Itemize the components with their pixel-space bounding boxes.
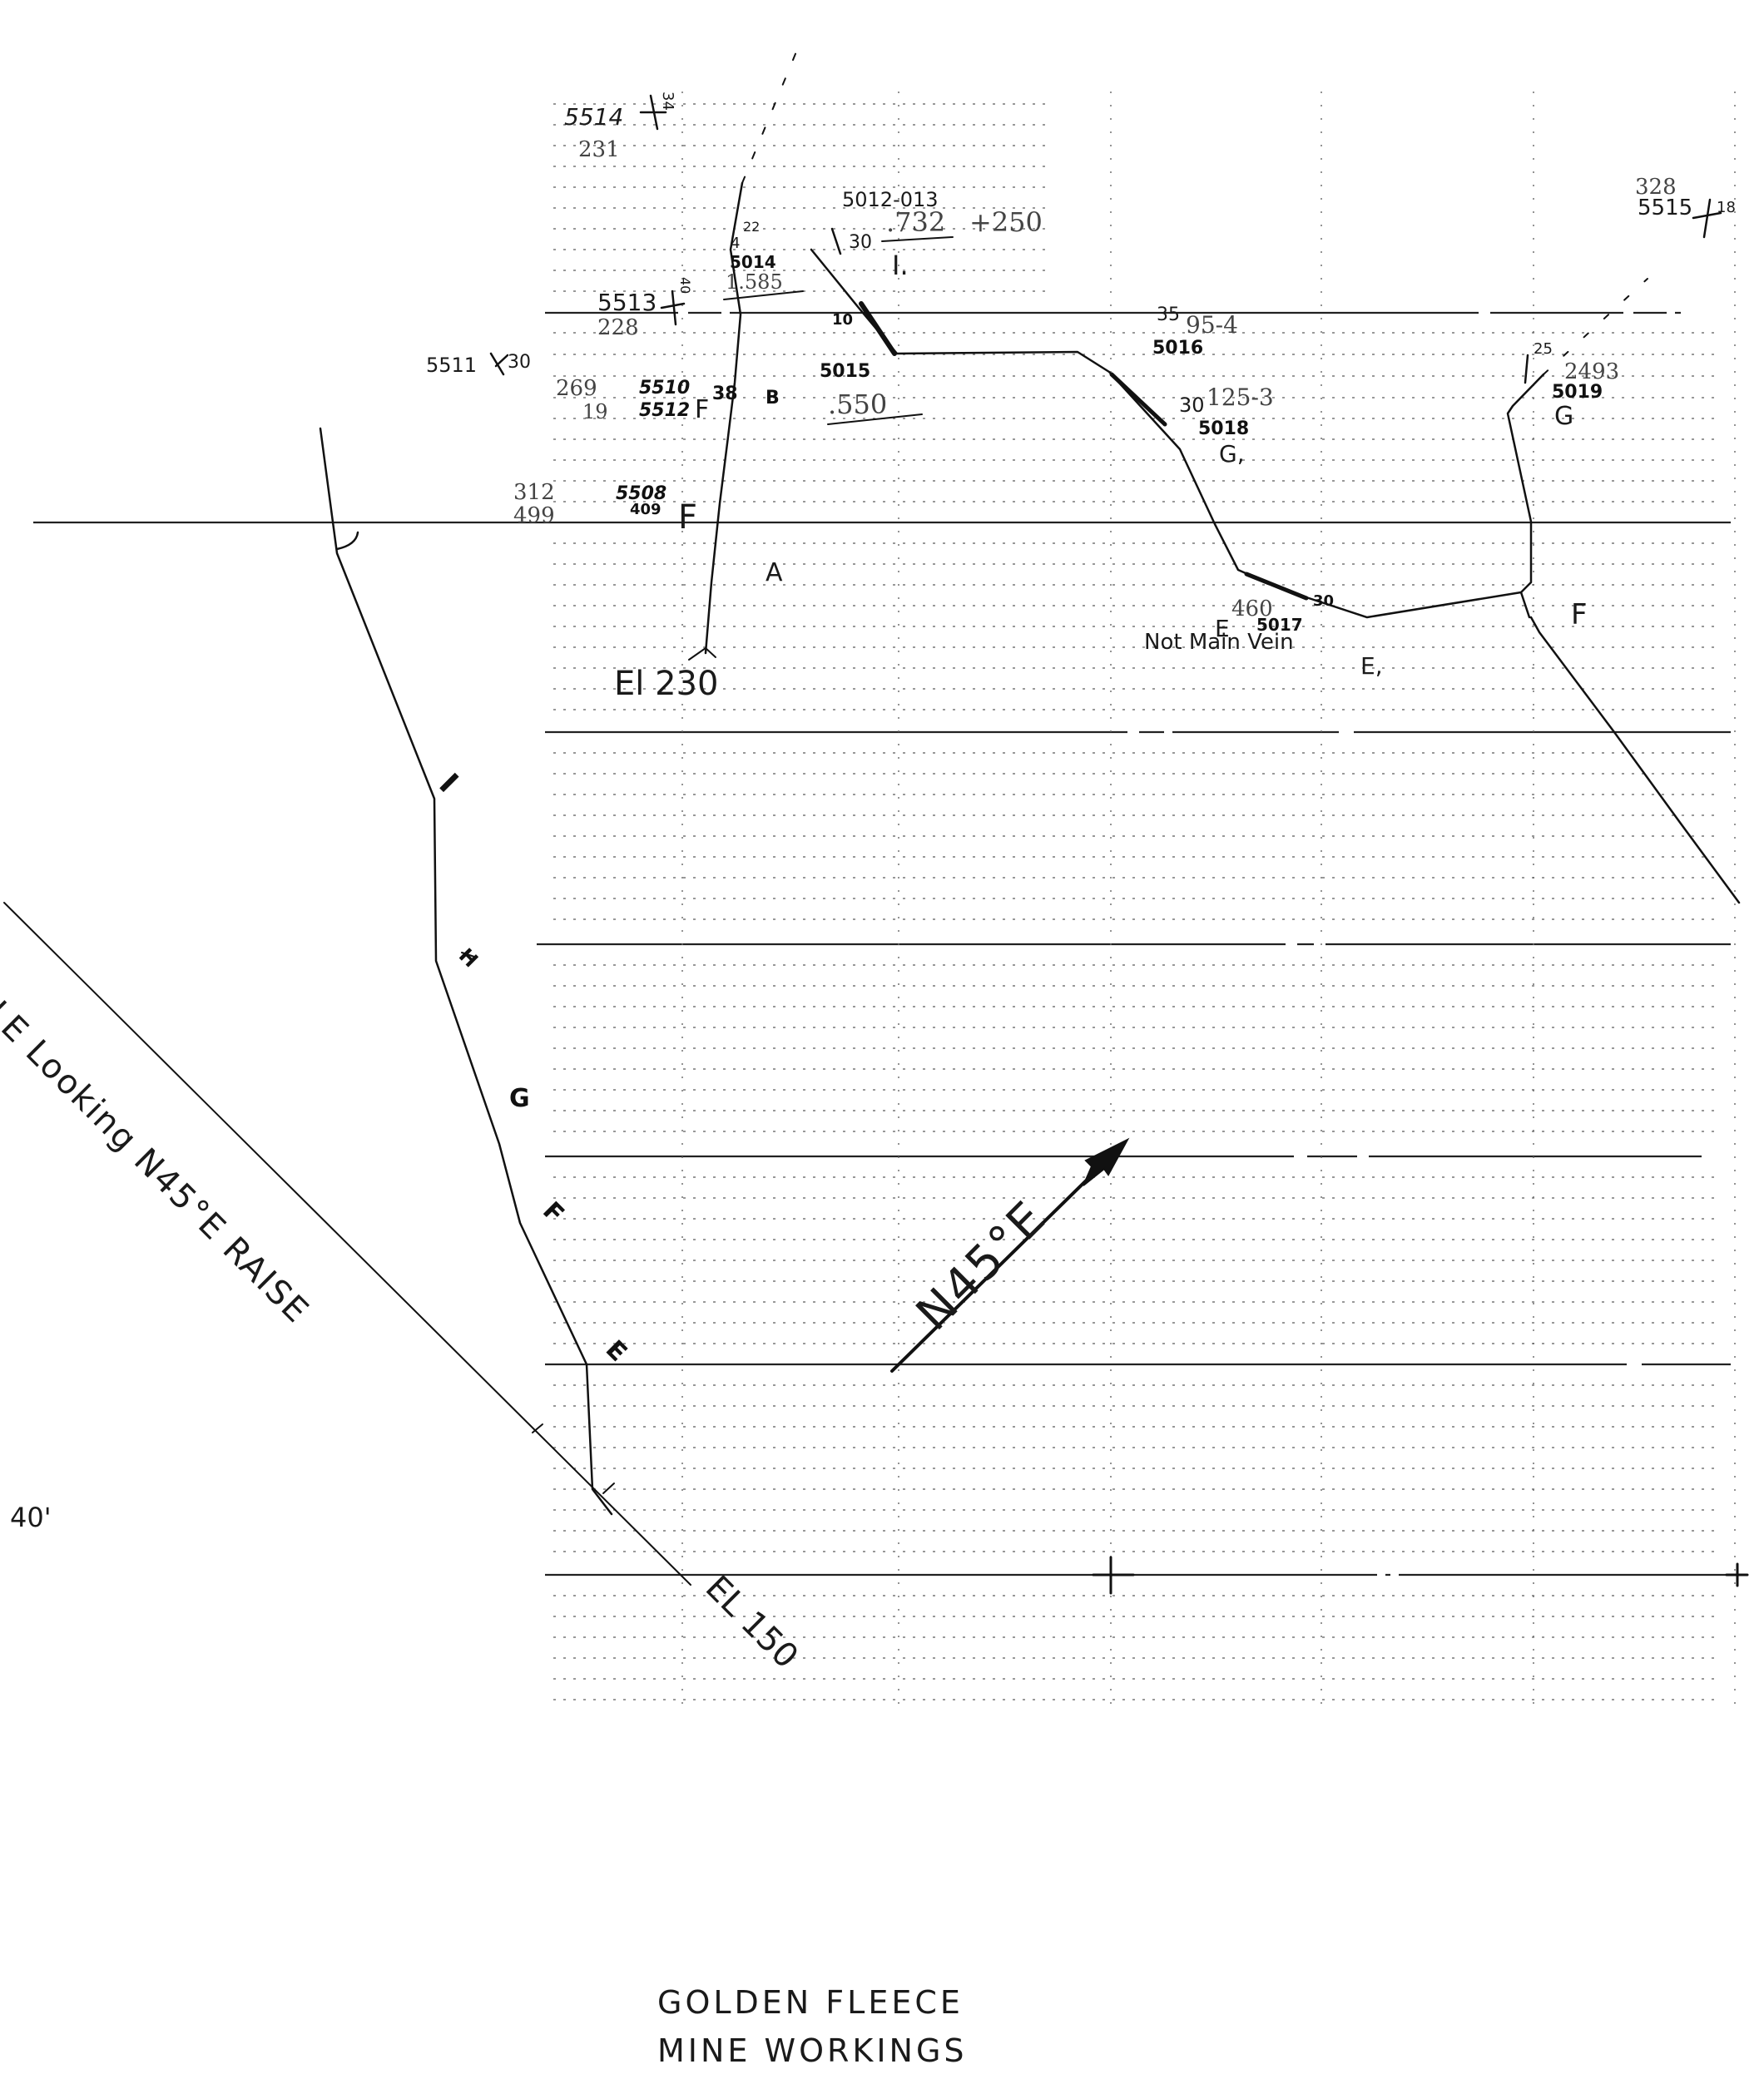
sample-5018-value: 125-3 bbox=[1207, 384, 1274, 411]
vein-letter-f-left: F bbox=[678, 498, 697, 537]
sample-5014-extra: 4 bbox=[731, 235, 740, 252]
sample-labels: 5514 231 34 5513 228 40 5511 30 269 5510… bbox=[426, 92, 1736, 635]
vein-letter-a: A bbox=[766, 558, 783, 587]
vein-letter-g-right: G bbox=[1554, 402, 1573, 431]
direction-label: N45°E bbox=[906, 1190, 1057, 1341]
raise-section-line bbox=[3, 902, 691, 1586]
sample-5018-dip: 30 bbox=[1179, 394, 1205, 417]
vein-note: Not Main Vein bbox=[1144, 630, 1294, 655]
profile-letter-e: E bbox=[600, 1334, 632, 1367]
crosshair-marks bbox=[1092, 1556, 1749, 1595]
raise-a-line bbox=[704, 181, 744, 655]
profile-letter-f: F bbox=[537, 1196, 569, 1229]
main-vein bbox=[810, 248, 1741, 904]
vein-letters: A B I. G, E E, F G F F bbox=[678, 250, 1588, 680]
raise-profile bbox=[3, 427, 691, 1586]
sample-5515-id: 5515 bbox=[1638, 196, 1692, 220]
raise-profile-line bbox=[319, 427, 613, 1516]
title-block: GOLDEN FLEECE MINE WORKINGS bbox=[657, 1984, 968, 2069]
sample-5012-extra: +250 bbox=[969, 206, 1043, 238]
sample-5508-id: 5508 bbox=[616, 483, 666, 504]
sample-5514-value: 231 bbox=[578, 137, 620, 162]
profile-letter-h: H bbox=[454, 943, 483, 972]
elevation-bottom-label: EL 150 bbox=[698, 1568, 805, 1676]
sample-5508-value: 312 bbox=[513, 480, 555, 505]
title-line-2: MINE WORKINGS bbox=[657, 2032, 968, 2069]
sample-5018-id: 5018 bbox=[1198, 418, 1249, 439]
sample-5512-id: 5512 bbox=[639, 400, 690, 421]
vein-letter-e1: E, bbox=[1360, 652, 1383, 680]
sample-5512-value: 19 bbox=[582, 400, 608, 423]
sample-5012-dip: 30 bbox=[849, 232, 872, 253]
vein-letter-i: I. bbox=[892, 250, 909, 281]
vein-f-branch bbox=[1529, 616, 1741, 904]
sample-5513-id: 5513 bbox=[597, 289, 657, 316]
sample-5016-id: 5016 bbox=[1152, 338, 1203, 359]
sample-5514-dip: 34 bbox=[659, 92, 676, 111]
sample-5014-value: 1.585 bbox=[726, 270, 783, 294]
sample-5019-id: 5019 bbox=[1552, 382, 1603, 403]
sample-5016-value: 95-4 bbox=[1186, 311, 1238, 339]
grid-vertical-lines bbox=[681, 92, 1736, 1705]
scale-label: 40' bbox=[10, 1502, 52, 1533]
sample-409-id: 409 bbox=[630, 501, 662, 518]
sample-5015-dip: 10 bbox=[832, 311, 853, 329]
sample-5510-id: 5510 bbox=[639, 378, 690, 398]
sample-5019-value: 2493 bbox=[1564, 359, 1619, 384]
sample-5019-dip: 25 bbox=[1534, 340, 1553, 358]
strike-dip-symbols bbox=[489, 94, 1722, 384]
sample-5015-id: 5015 bbox=[820, 361, 870, 382]
sample-5515-value: 328 bbox=[1635, 175, 1677, 200]
vein-letter-f-right: F bbox=[1571, 598, 1588, 631]
vein-letter-f-upper: F bbox=[695, 395, 709, 424]
profile-letter-g: G bbox=[509, 1084, 530, 1113]
sample-5012-value: .732 bbox=[886, 206, 945, 238]
sample-5511-dip: 30 bbox=[508, 352, 531, 373]
sample-5015-value: .550 bbox=[828, 389, 887, 420]
sample-5511-id: 5511 bbox=[426, 354, 477, 377]
vein-letter-g1: G, bbox=[1219, 440, 1245, 468]
sample-5017-value: 460 bbox=[1231, 596, 1273, 621]
sample-5012-id: 5012-013 bbox=[842, 188, 939, 211]
profile-top-hook bbox=[335, 531, 359, 551]
vein-letter-b: B bbox=[766, 388, 780, 408]
sample-5014-id: 5014 bbox=[730, 252, 776, 272]
sample-5514-id: 5514 bbox=[564, 103, 623, 131]
sample-5515-dip: 18 bbox=[1717, 199, 1736, 216]
sample-5513-dip: 40 bbox=[677, 277, 693, 294]
grid-minor-lines bbox=[553, 103, 1714, 1700]
raise-section-label: LE Looking N45°E RAISE bbox=[0, 994, 316, 1331]
sample-5510-value: 269 bbox=[556, 376, 597, 401]
sample-5512-dip: 38 bbox=[712, 384, 738, 404]
sample-5513-value: 228 bbox=[597, 315, 639, 340]
title-line-1: GOLDEN FLEECE bbox=[657, 1984, 964, 2021]
sample-5016-dip: 35 bbox=[1157, 304, 1180, 325]
profile-letter-i: I bbox=[432, 767, 463, 799]
sample-409-value: 499 bbox=[513, 503, 555, 528]
raise-a bbox=[688, 45, 800, 661]
direction-arrow bbox=[890, 1137, 1130, 1373]
section-grid bbox=[33, 92, 1749, 1705]
sample-5017-dip: 30 bbox=[1313, 592, 1334, 610]
vein-letter-e-point: E bbox=[1215, 615, 1230, 642]
sample-5017-id: 5017 bbox=[1256, 615, 1303, 635]
sample-5014-dip: 22 bbox=[743, 219, 760, 235]
elevation-top-label: El 230 bbox=[614, 665, 718, 703]
